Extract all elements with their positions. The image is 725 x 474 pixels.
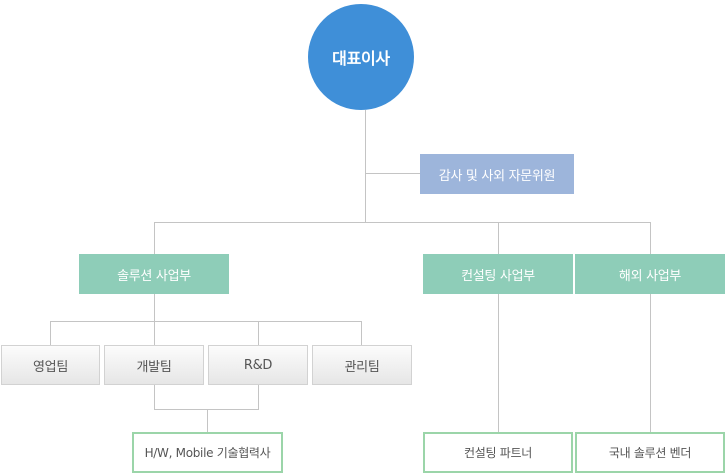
hw-mobile-partner-node: H/W, Mobile 기술협력사 xyxy=(132,432,283,473)
rnd-team-node: R&D xyxy=(208,345,308,385)
overseas-division-node: 해외 사업부 xyxy=(575,254,725,294)
connector-development-drop xyxy=(154,321,155,345)
connector-overseas-drop xyxy=(650,222,651,254)
domestic-solution-vendor-node: 국내 솔루션 벤더 xyxy=(575,432,725,473)
connector-solution-drop xyxy=(154,222,155,254)
connector-hw-drop xyxy=(207,409,208,432)
connector-rnd-up xyxy=(258,385,259,410)
management-team-node: 관리팀 xyxy=(312,345,412,385)
connector-divisions-bus xyxy=(154,222,651,223)
sales-team-node: 영업팀 xyxy=(1,345,100,385)
connector-merge-bus xyxy=(154,409,259,410)
connector-advisory xyxy=(365,173,420,174)
advisory-board-node: 감사 및 사외 자문위원 xyxy=(420,154,574,194)
development-team-node: 개발팀 xyxy=(104,345,204,385)
connector-development-up xyxy=(154,385,155,410)
consulting-division-node: 컨설팅 사업부 xyxy=(423,254,573,294)
connector-solution-down xyxy=(154,294,155,321)
connector-management-drop xyxy=(361,321,362,345)
connector-consulting-drop xyxy=(498,222,499,254)
connector-sales-drop xyxy=(50,321,51,345)
connector-teams-bus xyxy=(50,321,362,322)
connector-consulting-partner xyxy=(498,294,499,432)
consulting-partner-node: 컨설팅 파트너 xyxy=(423,432,573,473)
ceo-node: 대표이사 xyxy=(308,4,414,110)
connector-domestic-vendor xyxy=(650,294,651,432)
connector-rnd-drop xyxy=(258,321,259,345)
connector-ceo-trunk xyxy=(365,110,366,222)
solution-division-node: 솔루션 사업부 xyxy=(79,254,229,294)
